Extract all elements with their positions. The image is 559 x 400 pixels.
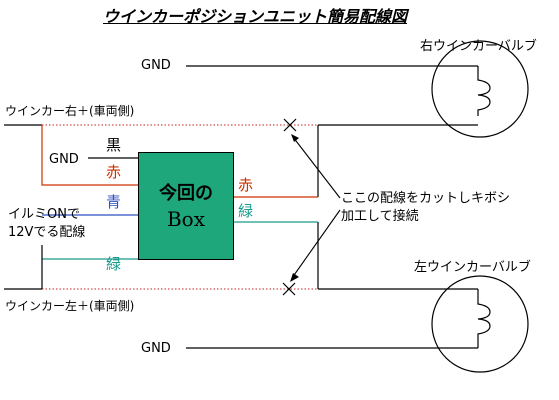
box-label-line2: Box <box>166 207 206 231</box>
left-bulb-label: 左ウインカーバルブ <box>414 260 531 275</box>
illumi-label-line2: 12Vでる配線 <box>8 225 86 240</box>
note-arrow-upper-icon <box>291 134 341 199</box>
cut-mark-lower-icon <box>282 282 296 296</box>
gnd-label-bottom: GND <box>141 341 171 356</box>
note-line1: ここの配線をカットしキボシ <box>341 191 511 206</box>
red-input-wire <box>41 125 138 186</box>
right-bulb-circle <box>431 40 529 138</box>
right-turn-label: ウインカー右＋(車両側) <box>5 104 135 118</box>
left-bulb-filament-icon <box>477 289 491 348</box>
wire-label-black: 黒 <box>106 136 122 154</box>
wire-label-red-left: 赤 <box>106 163 122 181</box>
right-bulb-filament-icon <box>477 66 491 116</box>
page-title: ウインカーポジションユニット簡易配線図 <box>103 7 408 26</box>
wire-label-red-right: 赤 <box>238 176 254 194</box>
note-line2: 加工して接続 <box>341 209 419 224</box>
wire-label-blue: 青 <box>106 193 122 211</box>
left-bulb-circle <box>431 275 529 373</box>
gnd-label-top: GND <box>141 58 171 73</box>
illumi-label-line1: イルミONで <box>8 207 80 222</box>
note-arrow-lower-icon <box>290 209 341 282</box>
unit-box: 今回の Box <box>138 152 234 260</box>
left-turn-label: ウインカー左＋(車両側) <box>5 299 135 313</box>
cut-mark-upper-icon <box>283 118 297 132</box>
wire-label-green-right: 緑 <box>238 202 254 220</box>
wire-label-green-left: 緑 <box>106 255 122 273</box>
box-label-line1: 今回の <box>159 183 213 204</box>
gnd-label-left: GND <box>49 152 79 167</box>
right-bulb-label: 右ウインカーバルブ <box>420 39 537 54</box>
